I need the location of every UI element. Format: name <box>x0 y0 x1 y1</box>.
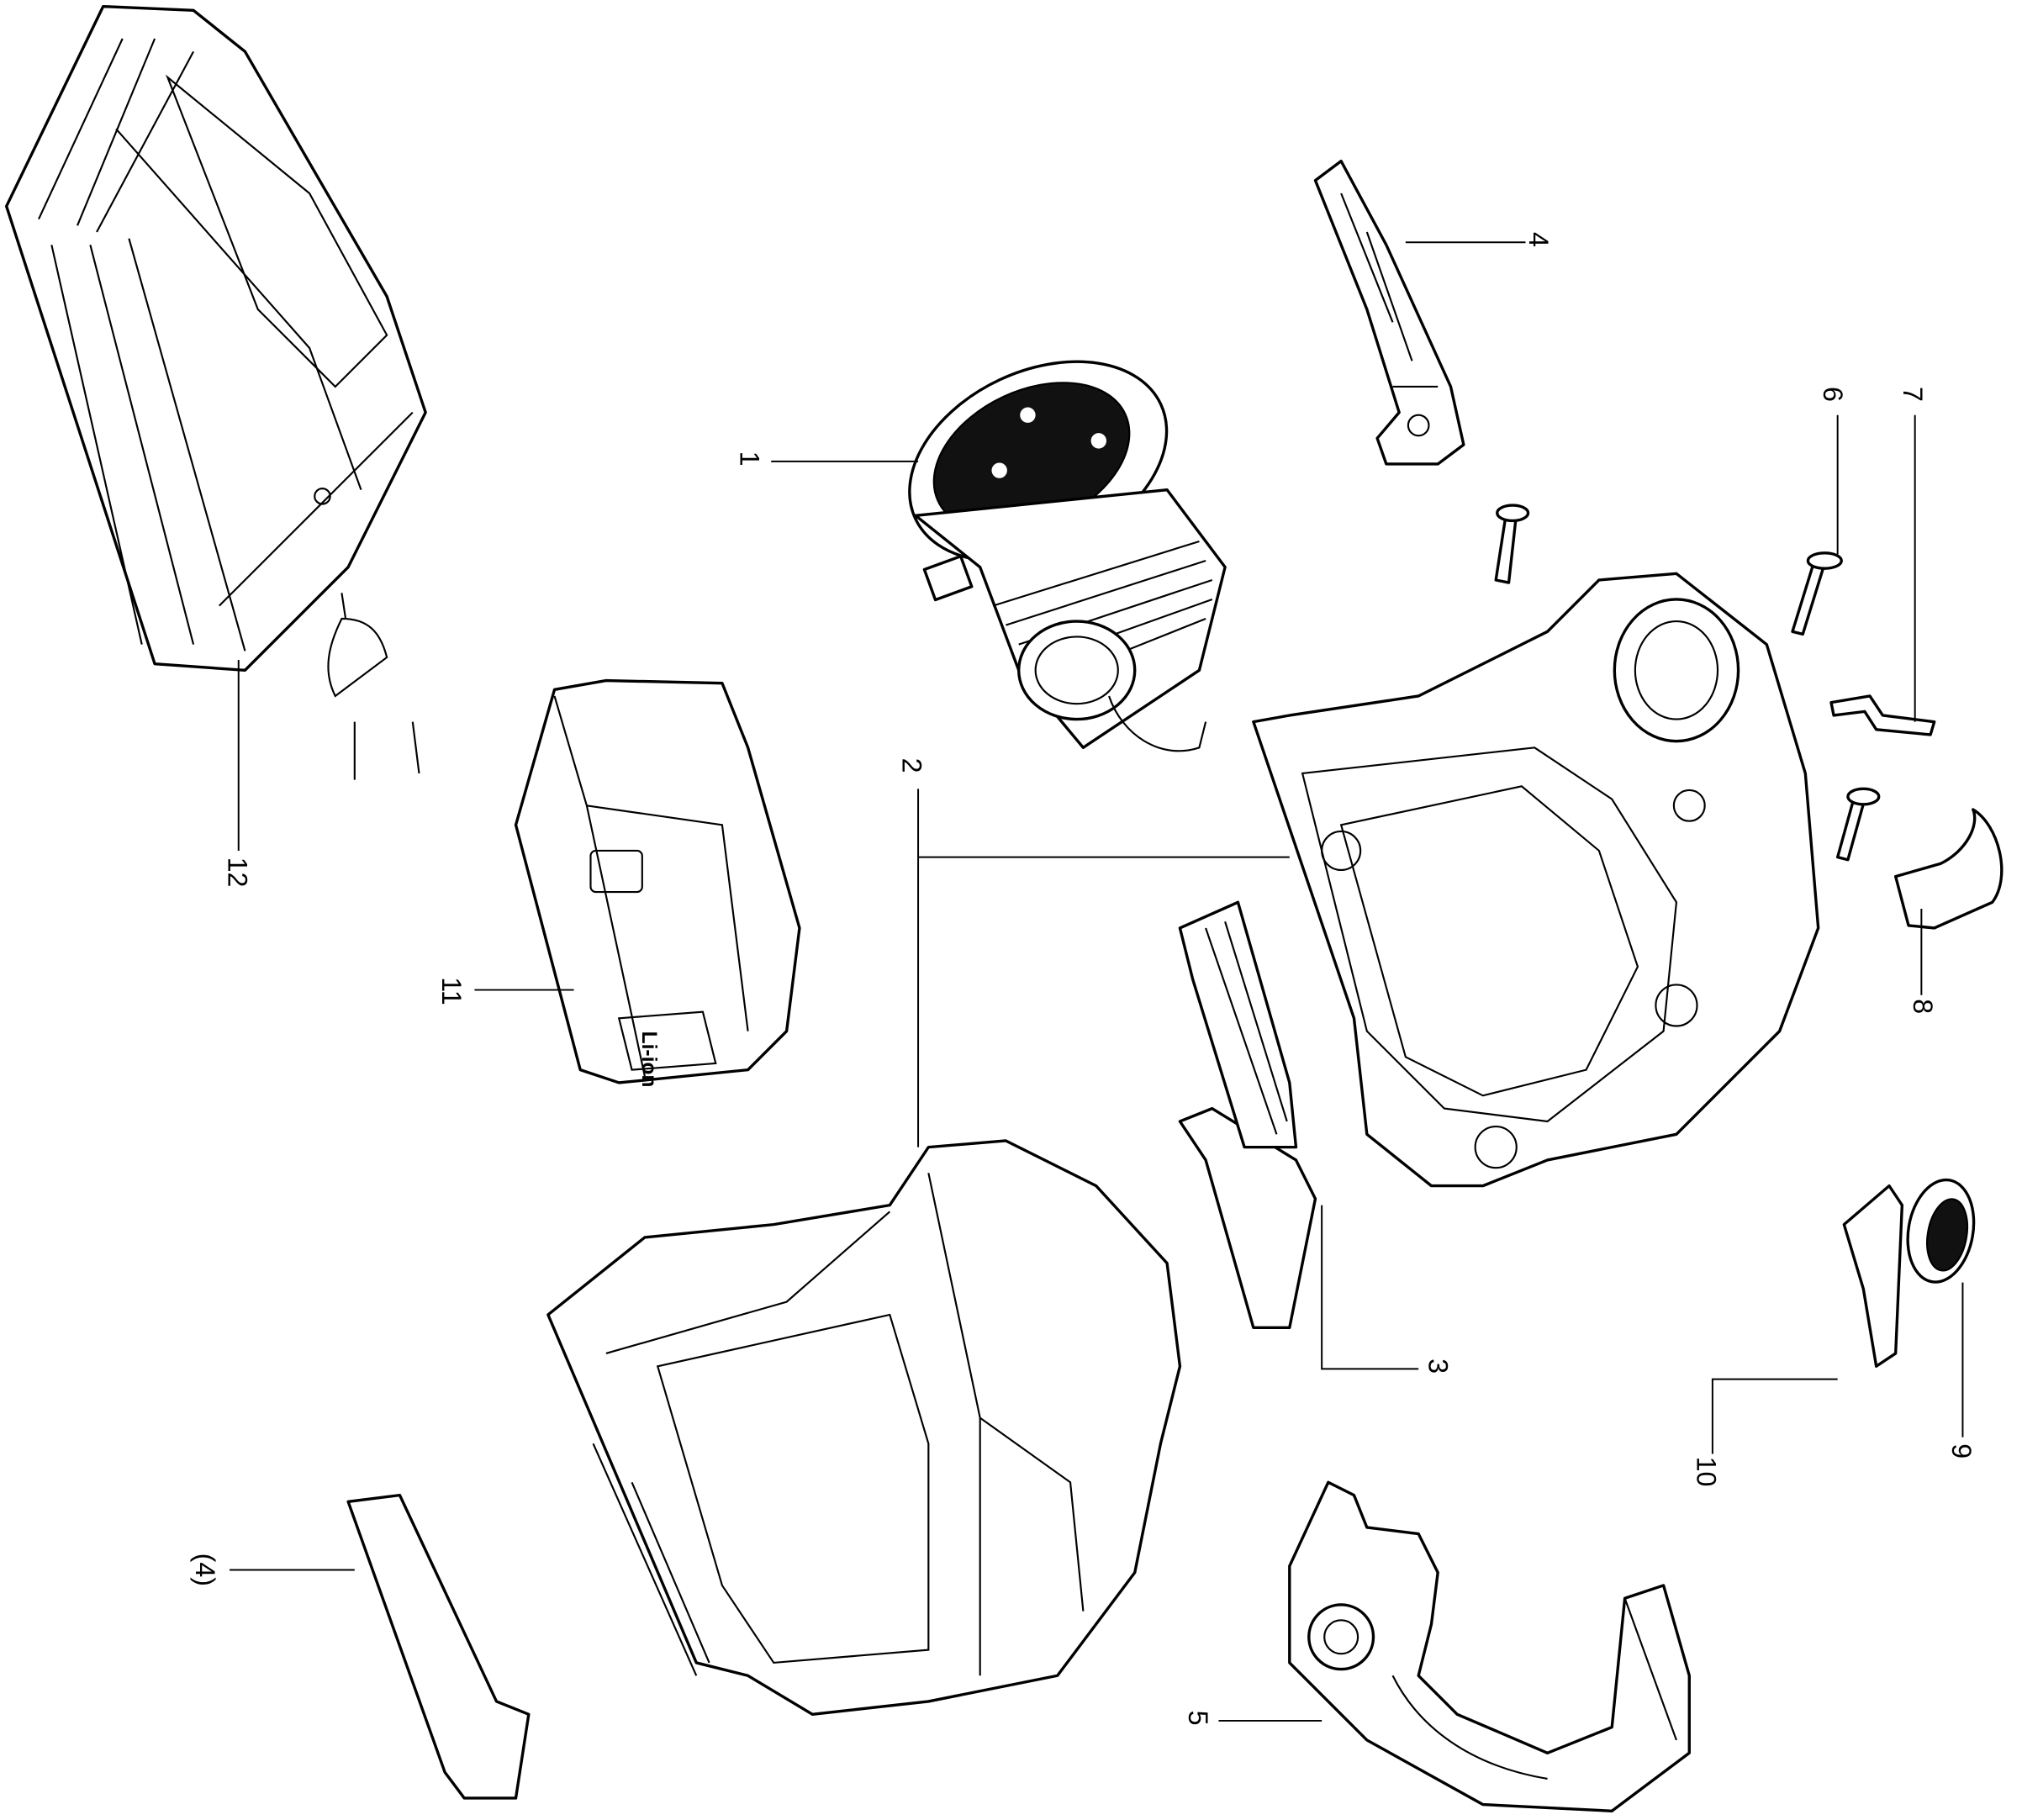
spring-clip-part <box>1829 694 1936 736</box>
charger-part <box>4 4 427 780</box>
battery-pack-part: Li-ion <box>514 678 801 1088</box>
callout-9: 9 <box>1946 1443 1977 1459</box>
circuit-board-part <box>1842 1184 1904 1368</box>
callout-11: 11 <box>436 977 467 1005</box>
switch-module-part <box>1178 900 1317 1329</box>
callout-1: 1 <box>734 451 764 467</box>
latch-part <box>1894 808 2004 930</box>
front-nose-cover-part <box>1288 1480 1691 1812</box>
leader-lines <box>230 241 1964 1722</box>
callout-7: 7 <box>1898 387 1928 402</box>
battery-marking: Li-ion <box>637 1031 660 1088</box>
callout-12: 12 <box>222 857 252 888</box>
callout-10: 10 <box>1691 1457 1721 1487</box>
callout-4-secondary: (4) <box>190 1554 220 1586</box>
cap-part <box>1906 1178 1976 1284</box>
handle-cover-part <box>1313 159 1465 466</box>
motor-part <box>908 360 1227 752</box>
callout-4: 4 <box>1523 232 1554 247</box>
callout-5: 5 <box>1183 1711 1213 1726</box>
callout-8: 8 <box>1908 999 1938 1014</box>
callout-6: 6 <box>1818 387 1848 402</box>
callout-2: 2 <box>897 758 927 773</box>
housing-left-half-part <box>546 1139 1182 1716</box>
handle-cover-second-part <box>346 1493 531 1800</box>
housing-right-half-part <box>1252 572 1820 1188</box>
callout-3: 3 <box>1423 1358 1453 1374</box>
